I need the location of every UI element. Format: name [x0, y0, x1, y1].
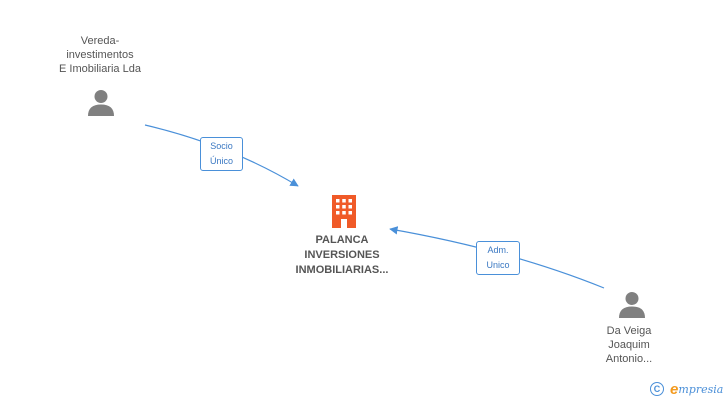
- da-veiga-label: Da Veiga Joaquim Antonio...: [580, 324, 678, 366]
- person-icon: [619, 292, 645, 318]
- brand-name: mpresia: [678, 382, 724, 396]
- brand-initial: e: [670, 380, 679, 398]
- vereda-label-line-1: Vereda-: [80, 35, 120, 47]
- person-icon: [88, 90, 114, 116]
- edge-label-adm-unico[interactable]: Adm. Unico: [476, 241, 520, 275]
- palanca-label: PALANCA INVERSIONES INMOBILIARIAS...: [276, 233, 408, 278]
- edge-label-socio-unico[interactable]: Socio Único: [200, 137, 243, 171]
- adm-unico-line-2: Unico: [486, 260, 510, 270]
- socio-unico-line-2: Único: [209, 156, 233, 166]
- socio-unico-line-1: Socio: [210, 141, 233, 151]
- vereda-label-line-2: investimentos: [66, 49, 134, 61]
- palanca-label-line-3: INMOBILIARIAS...: [295, 264, 389, 276]
- building-icon: [332, 195, 356, 228]
- copyright-icon: C: [650, 382, 664, 396]
- palanca-label-line-2: INVERSIONES: [304, 249, 380, 261]
- empresia-brand[interactable]: C e mpresia: [650, 380, 723, 398]
- da-veiga-label-line-3: Antonio...: [605, 353, 653, 365]
- vereda-label-line-3: E Imobiliaria Lda: [59, 63, 141, 75]
- adm-unico-line-1: Adm.: [487, 245, 509, 255]
- palanca-label-line-1: PALANCA: [315, 234, 369, 246]
- da-veiga-label-line-1: Da Veiga: [606, 325, 652, 337]
- vereda-label: Vereda- investimentos E Imobiliaria Lda: [40, 34, 160, 76]
- da-veiga-label-line-2: Joaquim: [608, 339, 650, 351]
